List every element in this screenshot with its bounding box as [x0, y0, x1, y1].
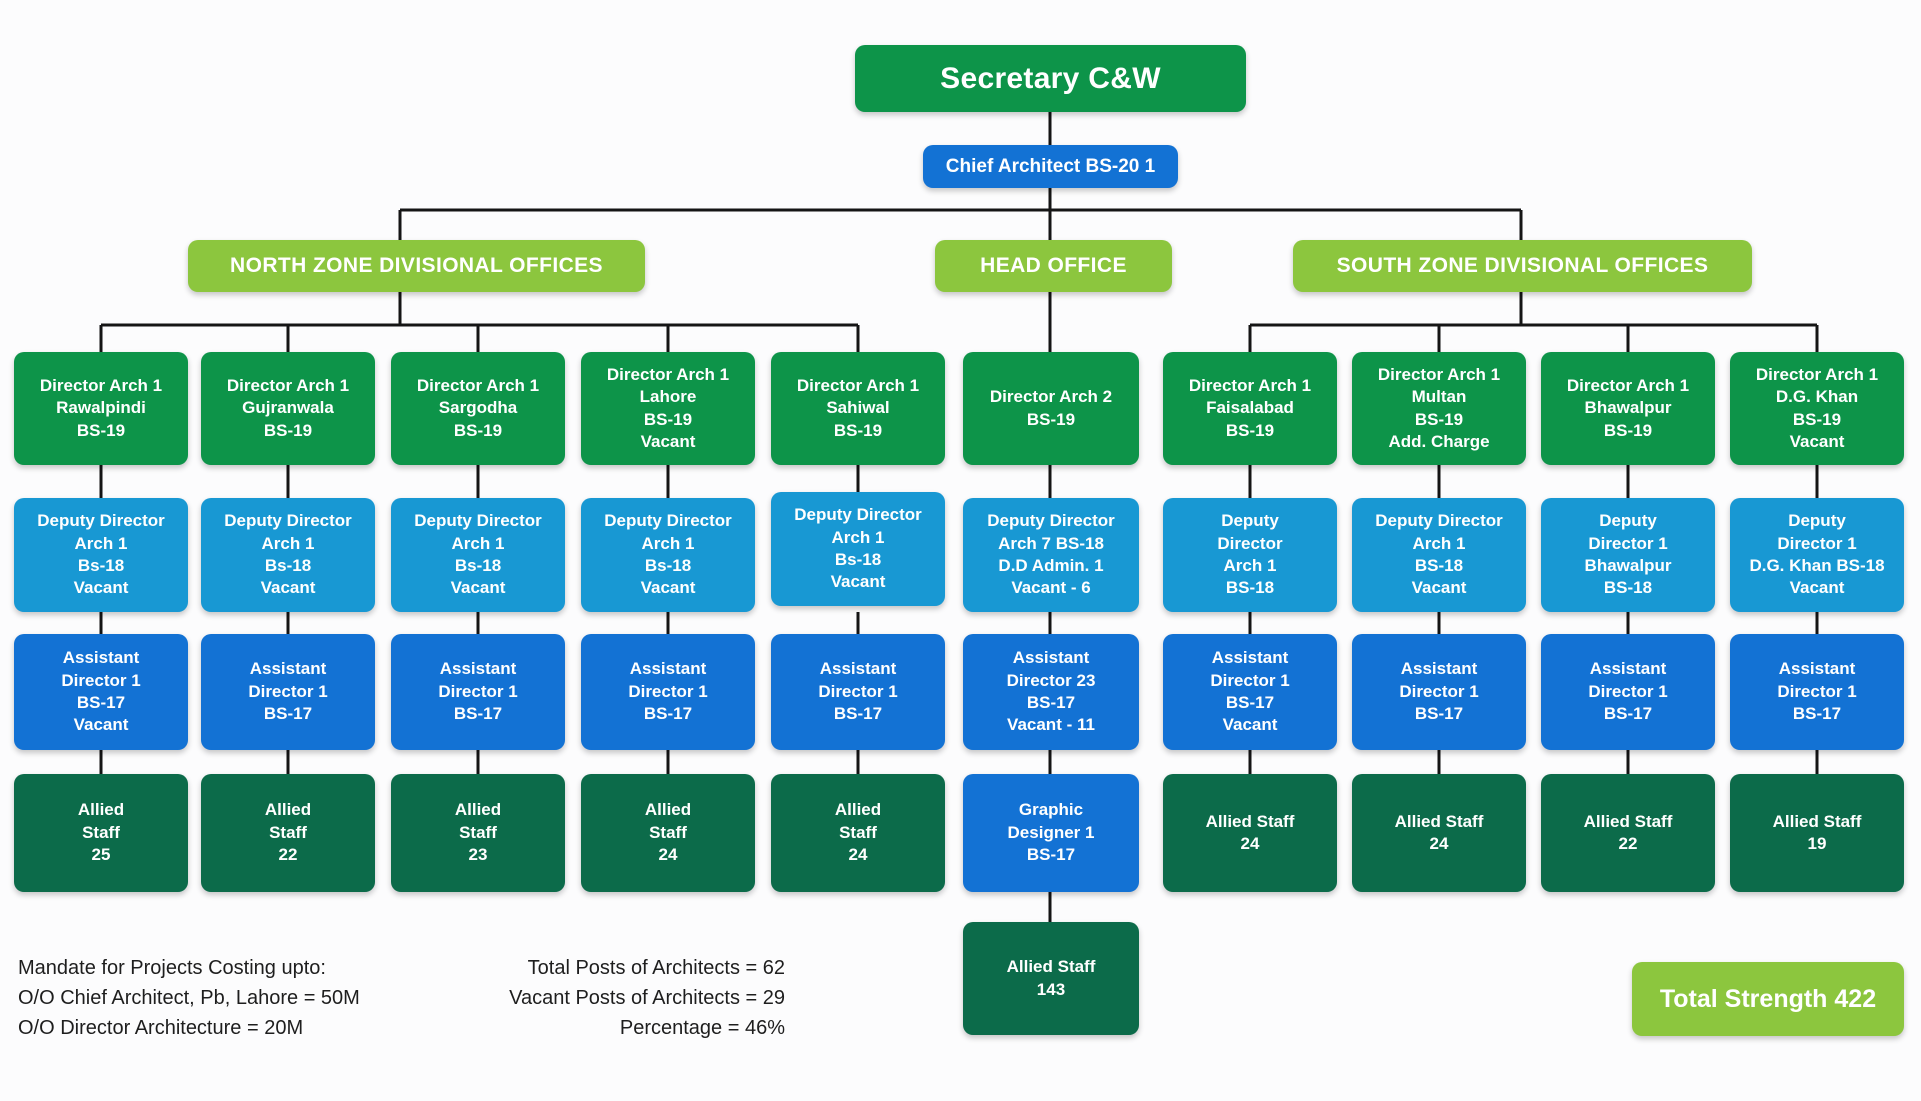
allied-staff-box-bhawalpur: Allied Staff 22	[1541, 774, 1715, 892]
deputy-director-box-multan: Deputy Director Arch 1 BS-18 Vacant	[1352, 498, 1526, 612]
assistant-director-box-rawalpindi: Assistant Director 1 BS-17 Vacant	[14, 634, 188, 750]
stats-total-posts: Total Posts of Architects = 62	[527, 957, 785, 979]
deputy-director-box-faisalabad: Deputy Director Arch 1 BS-18	[1163, 498, 1337, 612]
director-box-dg-khan: Director Arch 1 D.G. Khan BS-19 Vacant	[1730, 352, 1904, 465]
assistant-director-box-multan: Assistant Director 1 BS-17	[1352, 634, 1526, 750]
director-box-gujranwala: Director Arch 1 Gujranwala BS-19	[201, 352, 375, 465]
assistant-director-box-lahore: Assistant Director 1 BS-17	[581, 634, 755, 750]
mandate-director-line: O/O Director Architecture = 20M	[18, 1017, 304, 1039]
allied-staff-box-faisalabad: Allied Staff 24	[1163, 774, 1337, 892]
deputy-director-box-head-office: Deputy Director Arch 7 BS-18 D.D Admin. …	[963, 498, 1139, 612]
graphic-designer-box: Graphic Designer 1 BS-17	[963, 774, 1139, 892]
director-box-head-office: Director Arch 2 BS-19	[963, 352, 1139, 465]
stats-vacant-posts: Vacant Posts of Architects = 29	[509, 987, 785, 1009]
allied-staff-box-sargodha: Allied Staff 23	[391, 774, 565, 892]
assistant-director-box-sahiwal: Assistant Director 1 BS-17	[771, 634, 945, 750]
director-box-rawalpindi: Director Arch 1 Rawalpindi BS-19	[14, 352, 188, 465]
allied-staff-box-sahiwal: Allied Staff 24	[771, 774, 945, 892]
deputy-director-box-sargodha: Deputy Director Arch 1 Bs-18 Vacant	[391, 498, 565, 612]
zone-header-south: SOUTH ZONE DIVISIONAL OFFICES	[1293, 240, 1752, 292]
director-box-lahore: Director Arch 1 Lahore BS-19 Vacant	[581, 352, 755, 465]
deputy-director-box-dg-khan: Deputy Director 1 D.G. Khan BS-18 Vacant	[1730, 498, 1904, 612]
assistant-director-box-gujranwala: Assistant Director 1 BS-17	[201, 634, 375, 750]
director-box-sargodha: Director Arch 1 Sargodha BS-19	[391, 352, 565, 465]
assistant-director-box-bhawalpur: Assistant Director 1 BS-17	[1541, 634, 1715, 750]
zone-header-head-office: HEAD OFFICE	[935, 240, 1172, 292]
allied-staff-box-dg-khan: Allied Staff 19	[1730, 774, 1904, 892]
deputy-director-box-gujranwala: Deputy Director Arch 1 Bs-18 Vacant	[201, 498, 375, 612]
mandate-title: Mandate for Projects Costing upto:	[18, 957, 326, 979]
allied-staff-box-gujranwala: Allied Staff 22	[201, 774, 375, 892]
mandate-chief-line: O/O Chief Architect, Pb, Lahore = 50M	[18, 987, 360, 1009]
deputy-director-box-bhawalpur: Deputy Director 1 Bhawalpur BS-18	[1541, 498, 1715, 612]
director-box-faisalabad: Director Arch 1 Faisalabad BS-19	[1163, 352, 1337, 465]
assistant-director-box-sargodha: Assistant Director 1 BS-17	[391, 634, 565, 750]
mandate-note: Mandate for Projects Costing upto: O/O C…	[18, 953, 360, 1043]
secretary-box: Secretary C&W	[855, 45, 1246, 112]
allied-staff-box-head-office: Allied Staff 143	[963, 922, 1139, 1035]
deputy-director-box-lahore: Deputy Director Arch 1 Bs-18 Vacant	[581, 498, 755, 612]
assistant-director-box-dg-khan: Assistant Director 1 BS-17	[1730, 634, 1904, 750]
zone-header-north: NORTH ZONE DIVISIONAL OFFICES	[188, 240, 645, 292]
total-strength-badge: Total Strength 422	[1632, 962, 1904, 1036]
director-box-bhawalpur: Director Arch 1 Bhawalpur BS-19	[1541, 352, 1715, 465]
stats-note: Total Posts of Architects = 62 Vacant Po…	[395, 953, 785, 1043]
deputy-director-box-rawalpindi: Deputy Director Arch 1 Bs-18 Vacant	[14, 498, 188, 612]
assistant-director-box-head-office: Assistant Director 23 BS-17 Vacant - 11	[963, 634, 1139, 750]
allied-staff-box-multan: Allied Staff 24	[1352, 774, 1526, 892]
allied-staff-box-rawalpindi: Allied Staff 25	[14, 774, 188, 892]
director-box-sahiwal: Director Arch 1 Sahiwal BS-19	[771, 352, 945, 465]
chief-architect-box: Chief Architect BS-20 1	[923, 145, 1178, 188]
deputy-director-box-sahiwal: Deputy Director Arch 1 Bs-18 Vacant	[771, 492, 945, 606]
assistant-director-box-faisalabad: Assistant Director 1 BS-17 Vacant	[1163, 634, 1337, 750]
allied-staff-box-lahore: Allied Staff 24	[581, 774, 755, 892]
stats-percentage: Percentage = 46%	[619, 1017, 785, 1039]
director-box-multan: Director Arch 1 Multan BS-19 Add. Charge	[1352, 352, 1526, 465]
